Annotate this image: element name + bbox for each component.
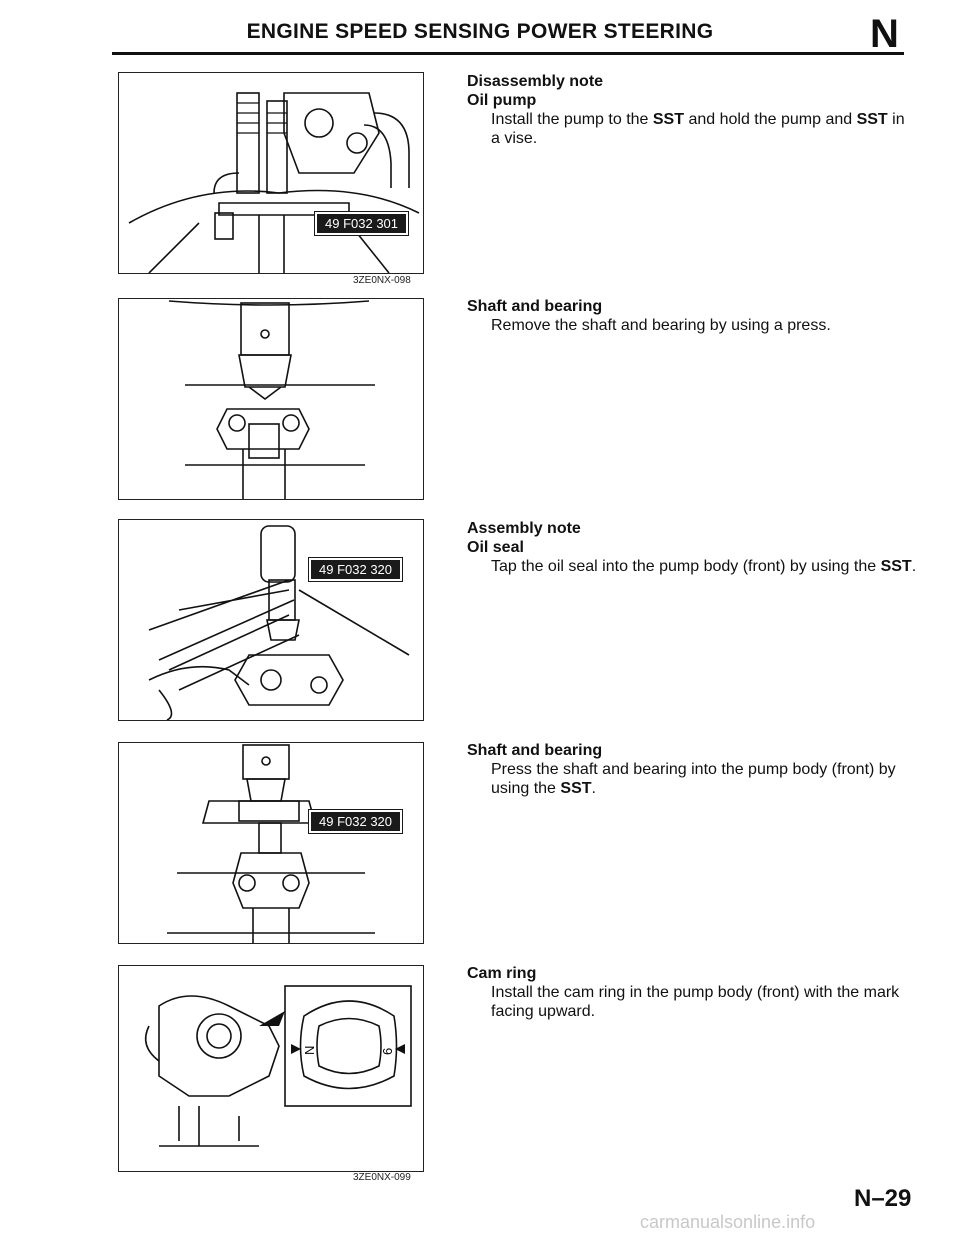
header-rule xyxy=(112,52,904,55)
note-shaft-bearing-removal: Shaft and bearing Remove the shaft and b… xyxy=(467,297,917,335)
note-shaft-bearing-install: Shaft and bearing Press the shaft and be… xyxy=(467,741,917,798)
note-body: Install the cam ring in the pump body (f… xyxy=(491,984,900,1020)
watermark: carmanualsonline.info xyxy=(640,1212,816,1232)
sst-tag: 49 F032 320 xyxy=(307,809,404,834)
oil-seal-tap-illustration xyxy=(148,525,410,720)
oil-pump-vise-illustration xyxy=(128,92,420,273)
note-body: Install the pump to the SST and hold the… xyxy=(491,111,905,147)
cam-ring-mark-n: N xyxy=(302,1046,317,1055)
note-assembly-oil-seal: Assembly note Oil seal Tap the oil seal … xyxy=(467,519,917,576)
cam-ring-mark-6: 6 xyxy=(380,1048,395,1055)
section-letter: N xyxy=(870,12,899,56)
mark-pointer-icon xyxy=(259,1011,285,1026)
sst-tag: 49 F032 301 xyxy=(313,211,410,236)
note-subheading: Cam ring xyxy=(467,965,537,982)
header-title: ENGINE SPEED SENSING POWER STEERING xyxy=(246,20,714,43)
note-body: Remove the shaft and bearing by using a … xyxy=(491,317,831,334)
note-disassembly-oil-pump: Disassembly note Oil pump Install the pu… xyxy=(467,72,917,148)
figure-shaft-press xyxy=(118,298,424,500)
sst-tag: 49 F032 320 xyxy=(307,557,404,582)
note-heading: Disassembly note xyxy=(467,73,604,90)
figure-oil-pump-vise: 49 F032 301 xyxy=(118,72,424,274)
note-subheading: Oil seal xyxy=(467,539,524,556)
arrow-left-icon xyxy=(395,1044,405,1054)
note-subheading: Shaft and bearing xyxy=(467,742,603,759)
note-heading: Assembly note xyxy=(467,520,581,537)
figure-shaft-press-install: 49 F032 320 xyxy=(118,742,424,944)
page-number: N–29 xyxy=(854,1185,912,1212)
figure-oil-seal-tap: 49 F032 320 xyxy=(118,519,424,721)
note-subheading: Oil pump xyxy=(467,92,537,109)
note-subheading: Shaft and bearing xyxy=(467,298,603,315)
figure-cam-ring: N 6 xyxy=(118,965,424,1172)
cam-ring-illustration: N 6 xyxy=(144,985,412,1147)
shaft-press-illustration xyxy=(168,300,375,499)
note-body: Tap the oil seal into the pump body (fro… xyxy=(491,558,917,575)
shaft-press-install-illustration xyxy=(167,744,375,943)
figure-code: 3ZE0NX-099 xyxy=(353,1172,411,1183)
figure-code: 3ZE0NX-098 xyxy=(353,275,411,286)
note-cam-ring: Cam ring Install the cam ring in the pum… xyxy=(467,964,917,1021)
arrow-right-icon xyxy=(291,1044,301,1054)
note-body: Press the shaft and bearing into the pum… xyxy=(491,761,896,797)
